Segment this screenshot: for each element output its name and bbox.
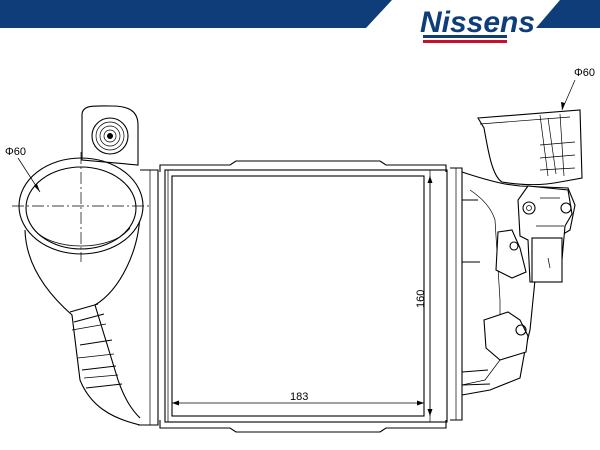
- width-dimension: 183: [172, 391, 424, 406]
- outlet-body-bands: [461, 199, 491, 386]
- bracket-spring-outer: [91, 117, 129, 155]
- outlet-tube-flange: [479, 113, 571, 177]
- inlet-hose-ribs: [71, 323, 119, 379]
- left-end-tank: [138, 169, 159, 426]
- core-height-label: 160: [415, 290, 427, 308]
- sensor-mount-bolt-3: [526, 205, 532, 211]
- core-outer-frame: [164, 169, 448, 423]
- sensor-mount-bolt-2: [560, 202, 572, 214]
- header-banner: [0, 0, 600, 28]
- outlet-clamp-lower: [483, 311, 529, 361]
- core-inner-frame: [171, 175, 425, 417]
- inlet-hose-body: [24, 229, 141, 426]
- width-arrow-left: [172, 400, 179, 406]
- left-inlet-assembly: Φ60: [5, 105, 159, 426]
- inlet-diameter-arrow: [34, 184, 40, 192]
- height-arrow-bottom: [427, 409, 433, 416]
- height-dimension: 160: [415, 176, 433, 416]
- core-bottom-tank: [159, 420, 447, 433]
- sensor-mount-bolt-1: [522, 201, 536, 215]
- core-top-tank: [159, 160, 447, 172]
- core-width-label: 183: [290, 391, 308, 403]
- bracket-spring-ring-3: [103, 129, 117, 143]
- inlet-mounting-bracket: [81, 105, 139, 166]
- logo-stripe-red: [423, 40, 507, 43]
- sensor-detail-lines: [536, 197, 564, 269]
- banner-right-bar: [536, 0, 600, 28]
- outlet-diameter-arrow: [561, 102, 565, 110]
- outlet-tube-ribs: [539, 141, 576, 171]
- outlet-diameter-leader: [561, 79, 576, 111]
- width-arrow-right: [417, 400, 424, 406]
- clamp-lower-bolt: [515, 324, 527, 336]
- outlet-diameter-label: Φ60: [574, 67, 595, 79]
- banner-left-bar: [0, 0, 392, 28]
- bracket-spring-center: [107, 133, 113, 139]
- outlet-tube-upper: [477, 109, 583, 186]
- height-arrow-top: [427, 176, 433, 183]
- brand-logo: Nissens: [420, 6, 535, 43]
- bracket-spring-ring-1: [95, 121, 125, 151]
- bracket-spring-ring-2: [99, 125, 121, 147]
- brand-logo-text: Nissens: [420, 6, 535, 39]
- inlet-diameter-label: Φ60: [5, 146, 26, 158]
- outlet-clamp-upper: [495, 229, 527, 279]
- inlet-hose-clamp: [69, 303, 123, 389]
- right-outlet-assembly: Φ60: [450, 67, 595, 421]
- boost-sensor-connector: [531, 237, 563, 283]
- clamp-upper-bolt: [509, 241, 519, 251]
- logo-stripe-blue: [423, 35, 507, 38]
- inlet-opening-depth: [32, 227, 131, 247]
